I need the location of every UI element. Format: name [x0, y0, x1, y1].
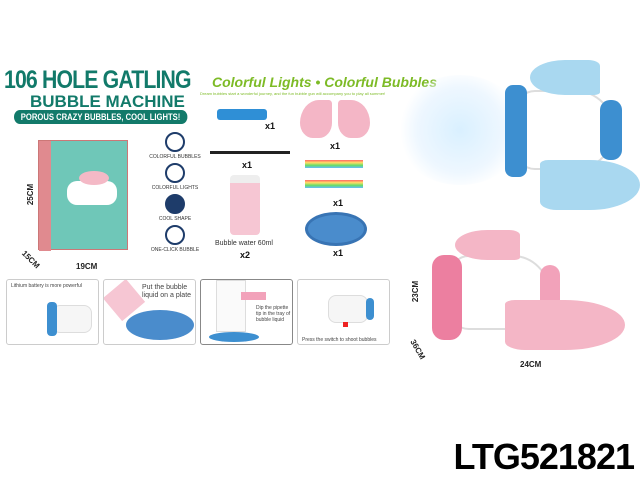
- blue-bubble-gun: [515, 90, 615, 170]
- stickers-qty: x1: [333, 198, 344, 208]
- hand-click-icon: [165, 225, 185, 245]
- feature-label: COLORFUL BUBBLES: [149, 154, 201, 160]
- model-number: LTG521821: [453, 436, 635, 477]
- product-width: 24CM: [520, 360, 542, 369]
- bubble-plate: [305, 212, 367, 246]
- product-height: 23CM: [411, 280, 421, 303]
- box-height: 25CM: [26, 183, 36, 206]
- step-text: Lithium battery is more powerful: [11, 283, 82, 289]
- bubble-bottle: [230, 175, 260, 235]
- step-panel-3: Dip the pipette tip in the tray of bubbl…: [200, 279, 293, 345]
- box-width: 19CM: [76, 262, 98, 271]
- battery: [217, 109, 267, 120]
- battery-qty: x1: [265, 121, 276, 131]
- step-panel-2: Put the bubble liquid on a plate: [103, 279, 196, 345]
- feature-label: COLORFUL LIGHTS: [151, 185, 199, 191]
- step-panel-1: Lithium battery is more powerful: [6, 279, 99, 345]
- step-text: Dip the pipette tip in the tray of bubbl…: [256, 305, 291, 323]
- bubble-cloud: [395, 75, 525, 185]
- subheadline: Dream bubbles start a wonderful journey,…: [200, 91, 386, 96]
- lightbulb-icon: [165, 163, 185, 183]
- wings: [300, 100, 370, 140]
- package-box: [38, 140, 128, 251]
- step-panel-4: Press the switch to shoot bubbles: [297, 279, 390, 345]
- tagline-badge: POROUS CRAZY BUBBLES, COOL LIGHTS!: [14, 110, 188, 124]
- bottle-label: Bubble water 60ml: [215, 240, 273, 247]
- headline: Colorful Lights • Colorful Bubbles: [212, 74, 437, 90]
- title-line2: BUBBLE MACHINE: [30, 92, 185, 111]
- plate-qty: x1: [333, 248, 344, 258]
- bottle-qty: x2: [240, 250, 251, 260]
- shape-icon: [165, 194, 185, 214]
- step-text: Put the bubble liquid on a plate: [142, 284, 192, 299]
- step-text: Press the switch to shoot bubbles: [302, 337, 377, 343]
- box-depth: 15CM: [19, 248, 42, 271]
- feature-label: COOL SHAPE: [158, 216, 192, 222]
- title-line1: 106 HOLE GATLING: [4, 66, 192, 94]
- feature-label: ONE-CLICK BUBBLE: [150, 247, 200, 253]
- product-depth: 36CM: [408, 338, 427, 361]
- wings-qty: x1: [330, 141, 341, 151]
- usb-cable: [210, 151, 290, 154]
- rainbow-sticker: [305, 180, 363, 188]
- rainbow-sticker: [305, 160, 363, 168]
- cable-qty: x1: [242, 160, 253, 170]
- bubbles-icon: [165, 132, 185, 152]
